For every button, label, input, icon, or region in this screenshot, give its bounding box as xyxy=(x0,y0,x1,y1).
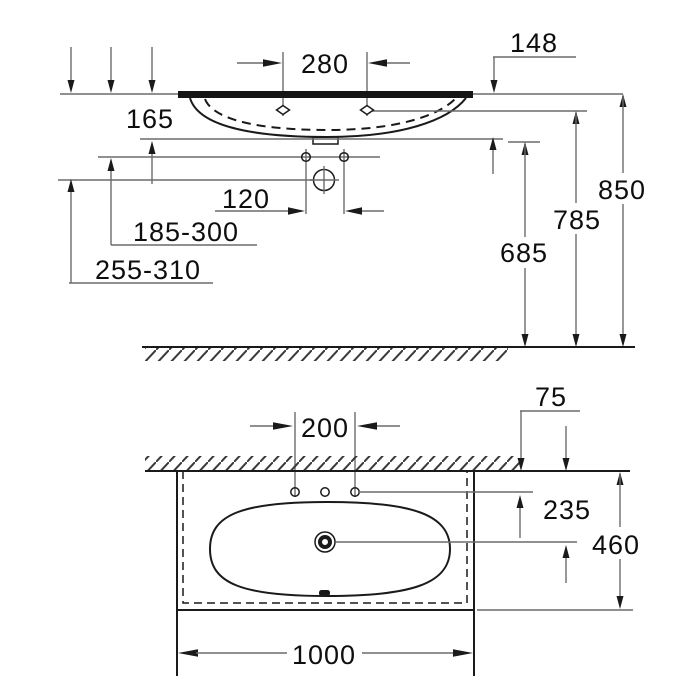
dim-label-1000: 1000 xyxy=(292,640,356,670)
overflow-slot xyxy=(319,590,330,596)
dim-label-255-310: 255-310 xyxy=(95,255,201,285)
dimension-255-310: 255-310 xyxy=(67,47,213,285)
dimension-280: 280 xyxy=(237,49,410,79)
plan-tap-holes xyxy=(290,487,533,497)
basin-top-edge xyxy=(178,91,473,98)
drain-trap-symbol xyxy=(310,166,339,194)
dim-label-235: 235 xyxy=(543,495,591,525)
basin-hidden-edge xyxy=(182,471,468,604)
dimension-120: 120 xyxy=(215,184,384,215)
dimension-75: 75 xyxy=(516,382,580,538)
dimension-460: 460 xyxy=(477,472,640,611)
dimension-200: 200 xyxy=(250,413,400,443)
dim-label-200: 200 xyxy=(301,413,349,443)
dim-label-120: 120 xyxy=(222,184,270,214)
supply-pipe-symbols xyxy=(300,149,350,214)
plan-tap-hole-extension-lines xyxy=(294,412,356,497)
dim-label-685: 685 xyxy=(500,238,548,268)
dim-label-185-300: 185-300 xyxy=(133,217,239,247)
dimension-165: 165 xyxy=(126,47,174,184)
dimension-235: 235 xyxy=(543,495,591,583)
dim-label-460: 460 xyxy=(592,530,640,560)
elevation-view: 280 148 165 185-300 xyxy=(58,28,646,361)
dimension-1000: 1000 xyxy=(178,640,473,670)
dim-label-785: 785 xyxy=(553,205,601,235)
dim-label-148: 148 xyxy=(510,28,558,58)
basin-side-profile xyxy=(189,97,467,145)
dimension-185-300: 185-300 xyxy=(107,47,257,247)
tap-hole-markers xyxy=(275,104,375,116)
plan-view: 200 75 235 460 xyxy=(145,382,640,676)
dim-label-280: 280 xyxy=(301,49,349,79)
dimension-148: 148 xyxy=(489,28,576,174)
basin-bowl-plan xyxy=(208,500,452,598)
plan-drain xyxy=(314,531,577,553)
wall-line xyxy=(145,456,630,472)
dim-label-75: 75 xyxy=(535,382,567,412)
dimension-785: 785 xyxy=(553,111,601,347)
floor-hatching xyxy=(145,348,508,361)
dimension-850: 850 xyxy=(598,94,646,347)
dimension-685: 685 xyxy=(500,142,548,347)
wall-hatching xyxy=(145,456,520,470)
drain-fitting-stub xyxy=(312,136,339,145)
basin-plan-outline xyxy=(176,471,475,676)
dim-label-165: 165 xyxy=(126,104,174,134)
dim-label-850: 850 xyxy=(598,175,646,205)
floor-line xyxy=(142,346,635,361)
